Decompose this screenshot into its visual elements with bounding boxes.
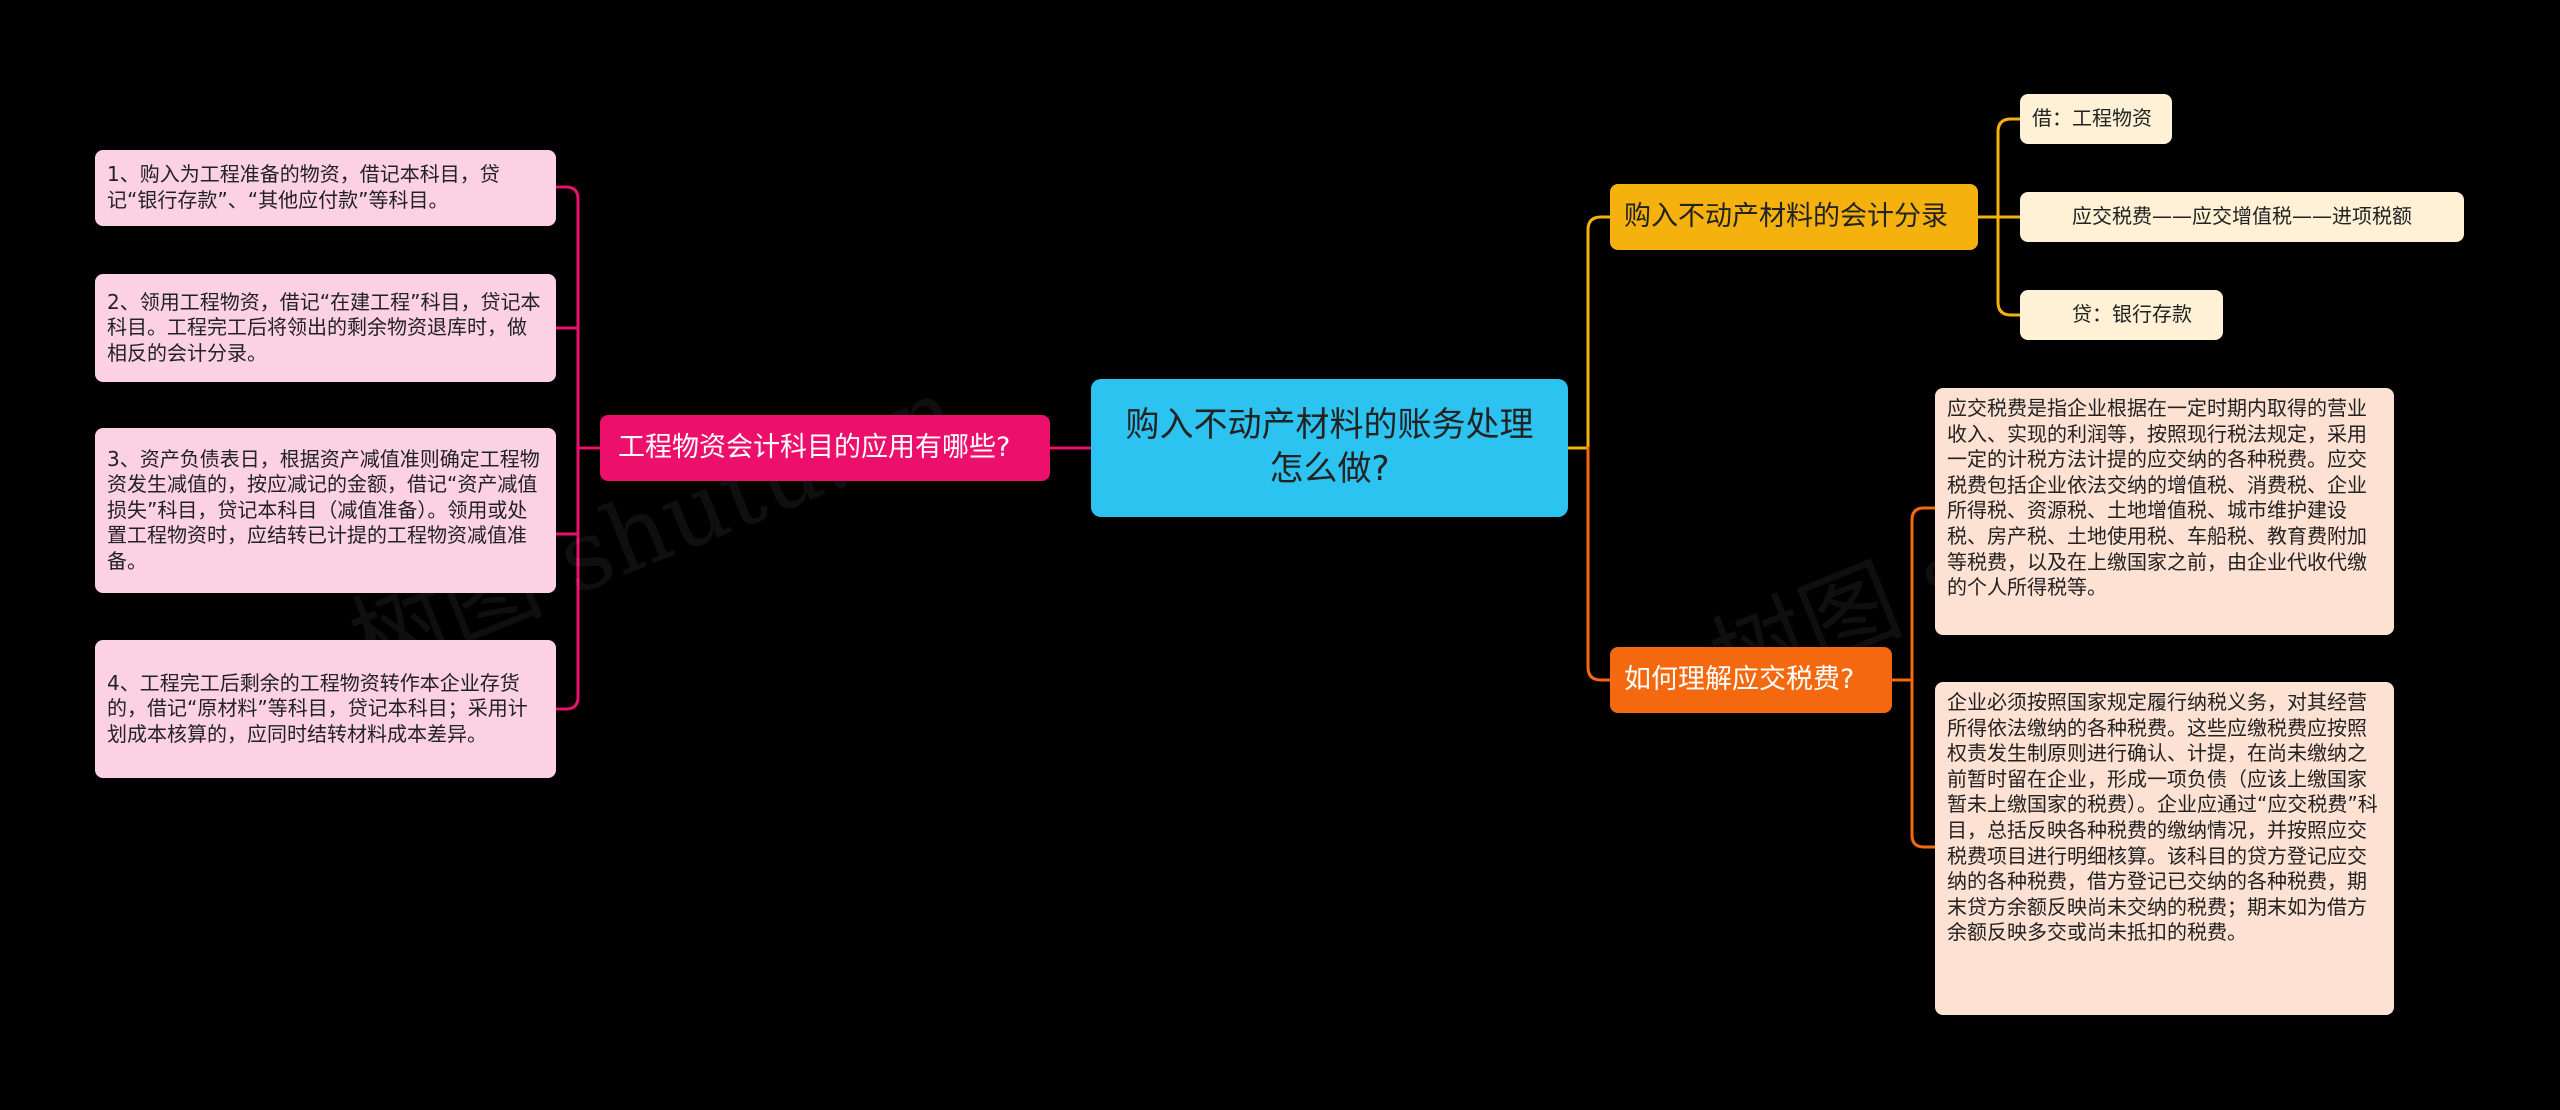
leaf-credit-bank-text: 贷：银行存款 — [2032, 302, 2192, 327]
leaf-taxes-definition-text: 应交税费是指企业根据在一定时期内取得的营业收入、实现的利润等，按照现行税法规定，… — [1947, 396, 2367, 600]
leaf-taxes-obligation[interactable]: 企业必须按照国家规定履行纳税义务，对其经营所得依法缴纳的各种税费。这些应缴税费应… — [1935, 682, 2394, 1015]
leaf-left-3-text: 3、资产负债表日，根据资产减值准则确定工程物资发生减值的，按应减记的金额，借记“… — [107, 446, 540, 573]
branch-accounting-entries[interactable]: 购入不动产材料的会计分录 — [1610, 184, 1978, 250]
link-right2-leaves — [1890, 506, 1937, 849]
link-root-right-2 — [1586, 446, 1612, 682]
leaf-credit-bank[interactable]: 贷：银行存款 — [2020, 290, 2223, 340]
leaf-left-3[interactable]: 3、资产负债表日，根据资产减值准则确定工程物资发生减值的，按应减记的金额，借记“… — [95, 428, 556, 593]
leaf-left-4-text: 4、工程完工后剩余的工程物资转作本企业存货的，借记“原材料”等科目，贷记本科目；… — [107, 670, 528, 746]
leaf-left-4[interactable]: 4、工程完工后剩余的工程物资转作本企业存货的，借记“原材料”等科目，贷记本科目；… — [95, 640, 556, 778]
branch-taxes-payable-label: 如何理解应交税费? — [1624, 663, 1855, 695]
leaf-taxes-definition[interactable]: 应交税费是指企业根据在一定时期内取得的营业收入、实现的利润等，按照现行税法规定，… — [1935, 388, 2394, 635]
link-root-right-1 — [1566, 215, 1612, 450]
branch-engineering-materials[interactable]: 工程物资会计科目的应用有哪些? — [600, 415, 1050, 481]
leaf-left-2-text: 2、领用工程物资，借记“在建工程”科目，贷记本科目。工程完工后将领出的剩余物资退… — [107, 289, 541, 365]
link-left-leaves — [554, 185, 602, 711]
leaf-debit-materials-text: 借：工程物资 — [2032, 106, 2152, 131]
link-right1-leaves — [1976, 117, 2022, 317]
root-topic[interactable]: 购入不动产材料的账务处理怎么做? — [1091, 379, 1568, 517]
leaf-left-1-text: 1、购入为工程准备的物资，借记本科目，贷记“银行存款”、“其他应付款”等科目。 — [107, 162, 500, 212]
leaf-input-vat[interactable]: 应交税费——应交增值税——进项税额 — [2020, 192, 2464, 242]
leaf-taxes-obligation-text: 企业必须按照国家规定履行纳税义务，对其经营所得依法缴纳的各种税费。这些应缴税费应… — [1947, 690, 2378, 945]
root-topic-label: 购入不动产材料的账务处理怎么做? — [1125, 405, 1534, 489]
leaf-input-vat-text: 应交税费——应交增值税——进项税额 — [2032, 204, 2412, 229]
leaf-left-2[interactable]: 2、领用工程物资，借记“在建工程”科目，贷记本科目。工程完工后将领出的剩余物资退… — [95, 274, 556, 382]
branch-accounting-entries-label: 购入不动产材料的会计分录 — [1624, 200, 1948, 232]
leaf-left-1[interactable]: 1、购入为工程准备的物资，借记本科目，贷记“银行存款”、“其他应付款”等科目。 — [95, 150, 556, 226]
leaf-debit-materials[interactable]: 借：工程物资 — [2020, 94, 2172, 144]
branch-taxes-payable[interactable]: 如何理解应交税费? — [1610, 647, 1892, 713]
branch-engineering-materials-label: 工程物资会计科目的应用有哪些? — [618, 431, 1011, 463]
